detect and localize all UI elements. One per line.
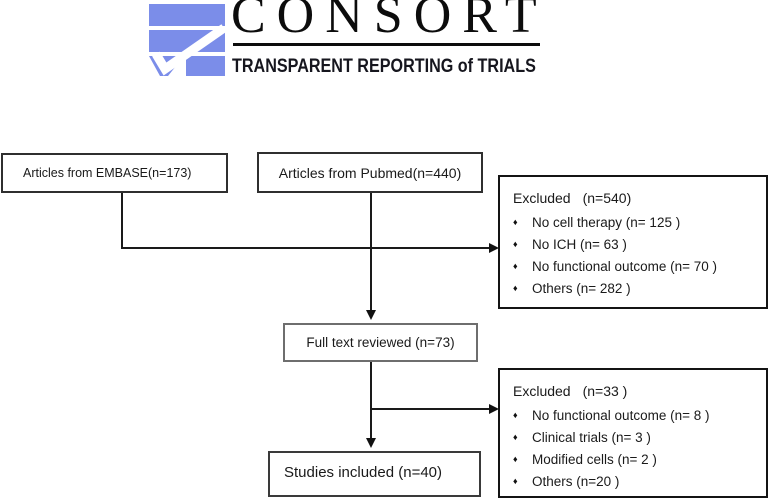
box-excluded-initial: Excluded (n=540) ♦ No cell therapy (n= 12… [498, 175, 768, 309]
arrowhead-right-excluded-fulltext [489, 404, 499, 414]
consort-tagline: TRANSPARENT REPORTING of TRIALS [232, 56, 536, 77]
list-item: ♦ Modified cells (n= 2 ) [513, 448, 758, 470]
arrowhead-right-excluded-initial [489, 243, 499, 253]
box-excluded-fulltext: Excluded (n=33 ) ♦ No functional outcome … [498, 368, 768, 498]
diamond-bullet-icon: ♦ [513, 239, 518, 249]
connector-pubmed-down [370, 193, 372, 310]
excluded-initial-item-label: No functional outcome (n= 70 ) [532, 258, 717, 274]
excluded-fulltext-count: (n=33 ) [582, 383, 628, 399]
excluded-initial-title-row: Excluded (n=540) [513, 189, 758, 207]
connector-to-excluded-fulltext [370, 408, 489, 410]
list-item: ♦ No cell therapy (n= 125 ) [513, 211, 758, 233]
list-item: ♦ No functional outcome (n= 8 ) [513, 404, 758, 426]
diamond-bullet-icon: ♦ [513, 410, 518, 420]
excluded-fulltext-item-label: Clinical trials (n= 3 ) [532, 429, 651, 445]
connector-embase-down [121, 192, 123, 248]
diamond-bullet-icon: ♦ [513, 261, 518, 271]
list-item: ♦ Others (n=20 ) [513, 470, 758, 492]
excluded-initial-item-label: Others (n= 282 ) [532, 280, 631, 296]
excluded-fulltext-item-label: No functional outcome (n= 8 ) [532, 407, 710, 423]
excluded-fulltext-item-label: Others (n=20 ) [532, 473, 620, 489]
wordmark-underline [233, 43, 540, 46]
diamond-bullet-icon: ♦ [513, 217, 518, 227]
box-studies-included: Studies included (n=40) [268, 451, 481, 497]
excluded-initial-count: (n=540) [582, 190, 632, 206]
consort-logo-icon [149, 4, 225, 76]
consort-wordmark: CONSORT [231, 0, 548, 44]
excluded-initial-item-label: No cell therapy (n= 125 ) [532, 214, 681, 230]
excluded-fulltext-title: Excluded [513, 383, 571, 399]
excluded-fulltext-title-row: Excluded (n=33 ) [513, 382, 758, 400]
box-articles-pubmed-label: Articles from Pubmed(n=440) [278, 164, 462, 181]
excluded-fulltext-item-label: Modified cells (n= 2 ) [532, 451, 657, 467]
box-articles-embase: Articles from EMBASE(n=173) [1, 153, 228, 193]
box-full-text-reviewed: Full text reviewed (n=73) [283, 323, 478, 362]
connector-to-excluded-initial [121, 247, 489, 249]
list-item: ♦ Clinical trials (n= 3 ) [513, 426, 758, 448]
excluded-initial-item-label: No ICH (n= 63 ) [532, 236, 627, 252]
diamond-bullet-icon: ♦ [513, 454, 518, 464]
excluded-fulltext-list: ♦ No functional outcome (n= 8 ) ♦ Clinic… [513, 404, 758, 492]
diamond-bullet-icon: ♦ [513, 432, 518, 442]
excluded-initial-title: Excluded [513, 190, 571, 206]
list-item: ♦ No ICH (n= 63 ) [513, 233, 758, 255]
box-full-text-reviewed-label: Full text reviewed (n=73) [306, 335, 455, 350]
diamond-bullet-icon: ♦ [513, 476, 518, 486]
connector-fulltext-down [370, 362, 372, 438]
arrowhead-down-fulltext [366, 310, 376, 320]
box-articles-pubmed: Articles from Pubmed(n=440) [257, 152, 483, 193]
arrowhead-down-included [366, 438, 376, 448]
list-item: ♦ No functional outcome (n= 70 ) [513, 255, 758, 277]
box-articles-embase-label: Articles from EMBASE(n=173) [23, 166, 192, 180]
excluded-initial-list: ♦ No cell therapy (n= 125 ) ♦ No ICH (n=… [513, 211, 758, 299]
box-studies-included-label: Studies included (n=40) [284, 464, 443, 481]
diamond-bullet-icon: ♦ [513, 283, 518, 293]
list-item: ♦ Others (n= 282 ) [513, 277, 758, 299]
